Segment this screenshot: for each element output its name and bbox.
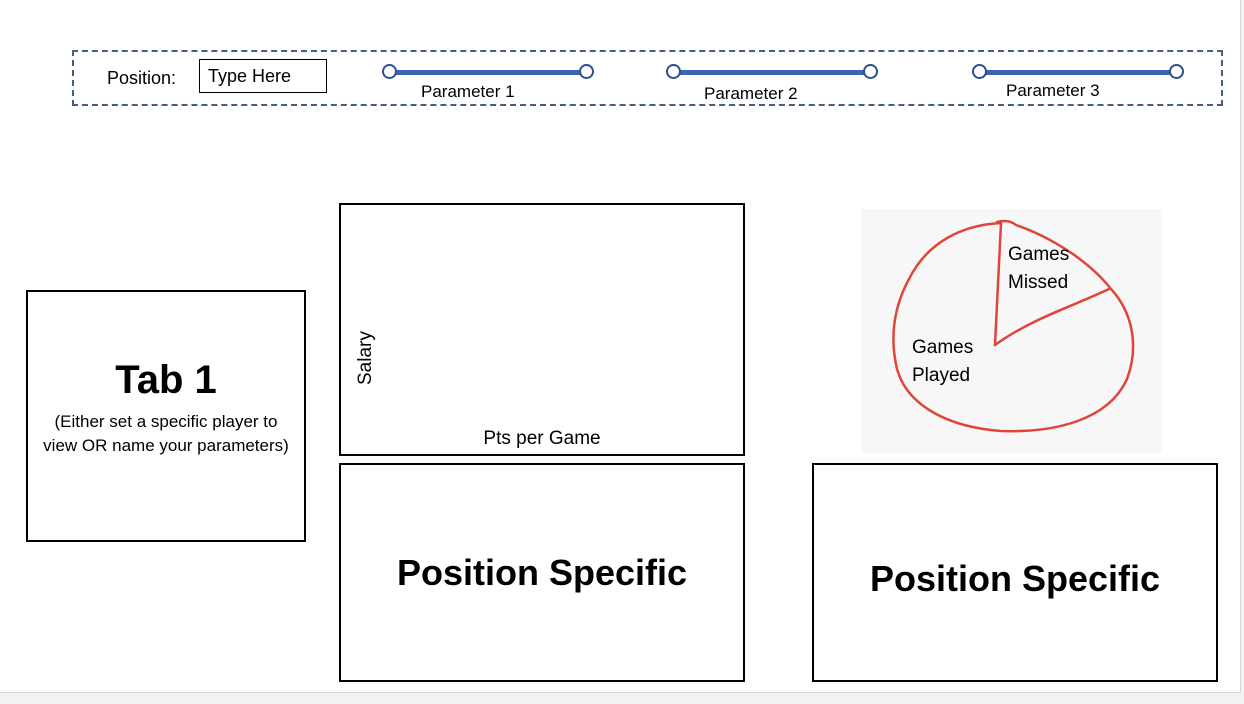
position-specific-panel-left: Position Specific <box>339 463 745 682</box>
slider-max-handle[interactable] <box>579 64 594 79</box>
pie-outline <box>892 219 1135 433</box>
position-specific-panel-right: Position Specific <box>812 463 1218 682</box>
pie-divider-right <box>993 287 1111 347</box>
slider-track <box>979 70 1177 75</box>
panel-title: Position Specific <box>869 557 1161 599</box>
panel-title: Position Specific <box>396 551 688 593</box>
position-label: Position: <box>107 68 177 88</box>
tab-description: (Either set a specific player to view OR… <box>43 412 289 455</box>
y-axis-label: Salary <box>355 331 376 385</box>
scatter-chart-panel: Salary Pts per Game <box>339 203 745 456</box>
tab-1-panel[interactable]: Tab 1 (Either set a specific player to v… <box>26 290 306 542</box>
x-axis-label: Pts per Game <box>483 428 601 449</box>
parameter-2-slider[interactable] <box>666 64 878 80</box>
slider-min-handle[interactable] <box>666 64 681 79</box>
pie-sketch-drawing <box>892 219 1135 433</box>
tab-title: Tab 1 <box>115 358 217 402</box>
parameter-1-label: Parameter 1 <box>421 82 515 101</box>
parameter-2-label: Parameter 2 <box>704 84 798 103</box>
parameter-3-label: Parameter 3 <box>1006 81 1100 100</box>
slider-max-handle[interactable] <box>863 64 878 79</box>
slider-max-handle[interactable] <box>1169 64 1184 79</box>
parameter-3-slider[interactable] <box>972 64 1184 80</box>
y-axis: Salary <box>355 331 376 386</box>
slider-track <box>673 70 871 75</box>
position-input[interactable] <box>199 59 327 93</box>
pie-divider-top <box>993 221 1003 347</box>
slider-track <box>389 70 587 75</box>
parameter-1-slider[interactable] <box>382 64 594 80</box>
slider-min-handle[interactable] <box>972 64 987 79</box>
filter-bar: Position: Parameter 1 Parameter 2 Parame… <box>72 50 1223 106</box>
slider-min-handle[interactable] <box>382 64 397 79</box>
